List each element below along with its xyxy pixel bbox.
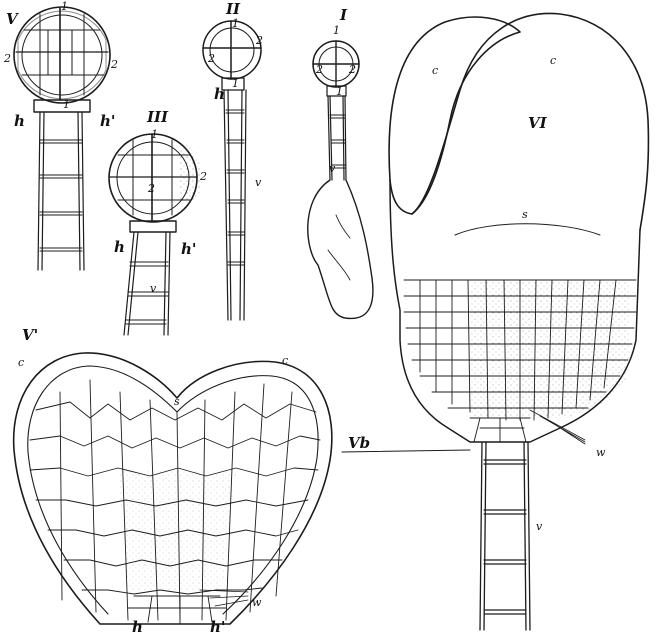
figure-i-mark: 1: [333, 24, 340, 37]
figure-v-mark: 1: [61, 0, 68, 13]
figure-ii-mark: 2: [207, 52, 215, 65]
figure-ii-mark: 1: [232, 77, 239, 90]
figure-iii-label: III: [146, 108, 169, 126]
figure-i-mark: v: [329, 162, 336, 175]
figure-v-label: V: [6, 10, 19, 28]
figure-v-prime-mark: s: [174, 395, 180, 408]
figure-iii: III 1 2 2 h h' v: [109, 108, 207, 335]
figure-i-mark: 2: [348, 63, 356, 76]
figure-iii-mark: 2: [147, 182, 155, 195]
figure-v-mark: h: [14, 112, 25, 130]
figure-v: V 1 2 2 1 h h': [3, 0, 118, 270]
figure-i-mark: 2: [315, 63, 323, 76]
figure-vi-mark: c: [432, 64, 438, 77]
figure-iii-mark: h': [181, 240, 197, 258]
figure-vi-mark: s: [522, 208, 528, 221]
figure-vi-mark: v: [536, 520, 543, 533]
figure-v-prime-mark: c: [282, 354, 288, 367]
figure-ii-label: II: [225, 0, 241, 18]
figure-v-prime: V' c c s w h h': [14, 326, 332, 636]
figure-ii-mark: v: [255, 176, 262, 189]
figure-vi-label: VI: [528, 114, 548, 132]
figure-vi-pointer-label: Vb: [348, 434, 370, 452]
figure-i: I 1 2 2 1 v: [308, 6, 373, 318]
figure-iii-mark: 2: [199, 170, 207, 183]
figure-v-mark: h': [100, 112, 116, 130]
figure-v-prime-mark: c: [18, 356, 24, 369]
figure-v-mark: 2: [3, 52, 11, 65]
figure-v-mark: 2: [110, 58, 118, 71]
figure-v-prime-mark: h: [132, 618, 143, 636]
figure-iii-mark: 1: [151, 128, 158, 141]
figure-v-prime-mark: h': [210, 618, 226, 636]
figure-ii: II 1 2 2 1 h v: [203, 0, 263, 320]
figure-iii-mark: v: [150, 282, 157, 295]
figure-vi-mark: c: [550, 54, 556, 67]
figure-ii-mark: h: [214, 85, 225, 103]
figure-v-prime-mark: w: [252, 596, 262, 609]
figure-ii-mark: 2: [255, 34, 263, 47]
figure-i-mark: 1: [336, 85, 343, 98]
figure-vi: VI c c s w v Vb: [342, 14, 648, 630]
figure-vi-mark: w: [596, 446, 606, 459]
figure-v-prime-label: V': [22, 326, 38, 344]
figure-ii-mark: 1: [232, 17, 239, 30]
figure-i-label: I: [339, 6, 348, 24]
figure-iii-mark: h: [114, 238, 125, 256]
figure-v-mark: 1: [63, 98, 70, 111]
